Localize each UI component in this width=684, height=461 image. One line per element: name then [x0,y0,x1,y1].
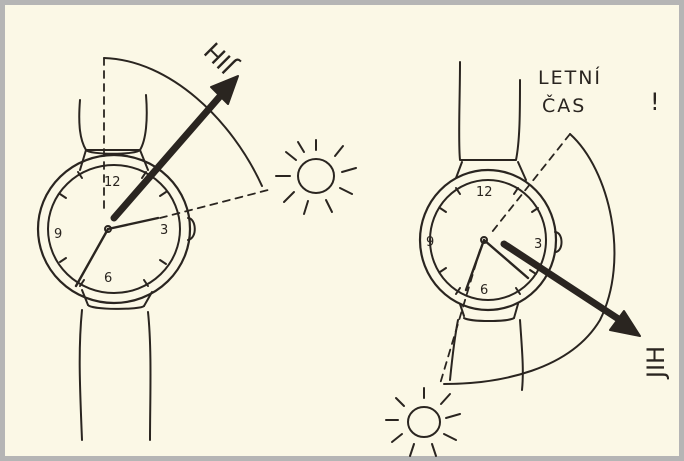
right-south-arrow [504,244,640,336]
right-dial-6: 6 [480,283,488,298]
left-strap-top [79,95,147,150]
right-sun-icon [386,388,460,456]
left-dial-12: 12 [104,175,121,190]
right-dial-3: 3 [534,237,542,252]
right-dial-12: 12 [476,185,493,200]
right-annotation-line1: LETNÍ [538,66,602,89]
right-dial-ticks [440,188,538,294]
left-strap-bottom [80,310,151,440]
left-strap-bottom-top [88,305,144,309]
left-watch: 12 3 6 9 [38,95,195,440]
right-annotation-line2: ČAS [542,93,586,117]
right-direction-label: JIH [642,346,670,380]
right-watch: 12 3 6 9 [420,62,562,390]
right-strap-bottom [450,320,523,390]
left-direction-label: JIH [199,36,243,80]
left-dial-6: 6 [104,271,112,286]
left-dial-3: 3 [160,223,168,238]
left-sun-icon [276,140,356,214]
right-strap-bottom-top [464,318,514,321]
left-sun-dashed-line [160,189,272,218]
right-exclamation: ! [650,88,660,116]
left-dial-9: 9 [54,227,62,242]
right-strap-top [459,62,520,160]
right-dial-9: 9 [426,235,434,250]
left-south-arrow [114,76,238,218]
